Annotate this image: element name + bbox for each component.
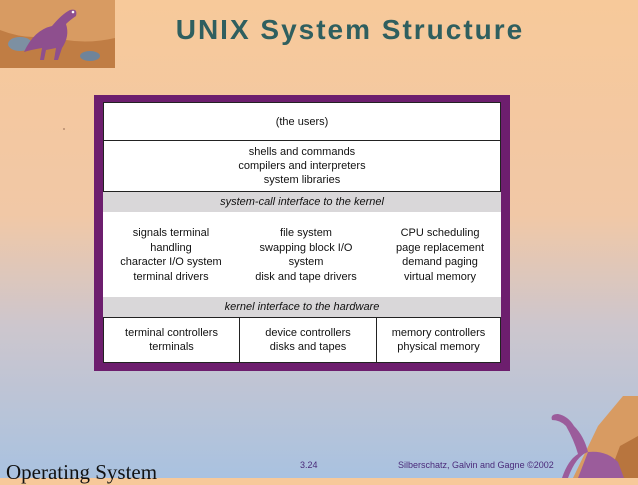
kernel-right-line: CPU scheduling bbox=[400, 227, 480, 239]
shells-line: compilers and interpreters bbox=[238, 160, 366, 172]
kernel-left-line: handling bbox=[150, 241, 192, 254]
kernel-middle-line: file system bbox=[280, 227, 332, 239]
shells-layer: shells and commands compilers and interp… bbox=[103, 140, 501, 192]
slide-title: UNIX System Structure bbox=[175, 14, 525, 45]
hw-middle-line: disks and tapes bbox=[269, 341, 347, 353]
kernel-left-line: character I/O system bbox=[120, 256, 222, 268]
hw-right-line: memory controllers bbox=[391, 327, 486, 339]
hw-middle-line: device controllers bbox=[265, 327, 351, 339]
kernel-column-middle: file system swapping block I/O system di… bbox=[243, 226, 369, 284]
footer-course-title: Operating System bbox=[6, 460, 158, 484]
shells-line: system libraries bbox=[263, 174, 341, 186]
hardware-interface-band: kernel interface to the hardware bbox=[103, 297, 501, 317]
kernel-middle-line: disk and tape drivers bbox=[255, 270, 357, 283]
dinosaur-illustration-top-left bbox=[0, 0, 115, 68]
kernel-right-line: demand paging bbox=[402, 256, 478, 268]
unix-structure-diagram: (the users) shells and commands compiler… bbox=[94, 95, 510, 371]
kernel-middle-line: system bbox=[288, 256, 324, 268]
hw-left-line: terminals bbox=[149, 341, 194, 353]
hardware-interface-label: kernel interface to the hardware bbox=[224, 301, 380, 313]
users-layer: (the users) bbox=[103, 102, 501, 141]
hardware-box-terminals: terminal controllers terminals bbox=[103, 317, 240, 363]
hardware-box-memory: memory controllers physical memory bbox=[376, 317, 501, 363]
footer-page-number: 3.24 bbox=[300, 460, 318, 470]
kernel-left-line: signals terminal bbox=[132, 227, 210, 239]
kernel-left-line: terminal drivers bbox=[133, 270, 209, 283]
kernel-column-right: CPU scheduling page replacement demand p… bbox=[379, 226, 501, 284]
shells-line: shells and commands bbox=[248, 146, 356, 158]
diagram-canvas: (the users) shells and commands compiler… bbox=[103, 102, 501, 363]
kernel-right-line: virtual memory bbox=[403, 270, 477, 283]
footer-copyright: Silberschatz, Galvin and Gagne ©2002 bbox=[398, 460, 554, 470]
decorative-dot bbox=[63, 128, 65, 130]
users-label: (the users) bbox=[275, 115, 329, 128]
kernel-middle-line: swapping block I/O bbox=[259, 241, 353, 254]
hw-right-line: physical memory bbox=[397, 341, 480, 353]
hardware-box-devices: device controllers disks and tapes bbox=[239, 317, 377, 363]
system-call-interface-band: system-call interface to the kernel bbox=[103, 192, 501, 212]
dinosaur-illustration-bottom-right bbox=[551, 396, 638, 478]
hw-left-line: terminal controllers bbox=[125, 327, 218, 339]
system-call-interface-label: system-call interface to the kernel bbox=[220, 196, 384, 208]
kernel-column-left: signals terminal handling character I/O … bbox=[107, 226, 235, 284]
kernel-right-line: page replacement bbox=[395, 241, 485, 254]
